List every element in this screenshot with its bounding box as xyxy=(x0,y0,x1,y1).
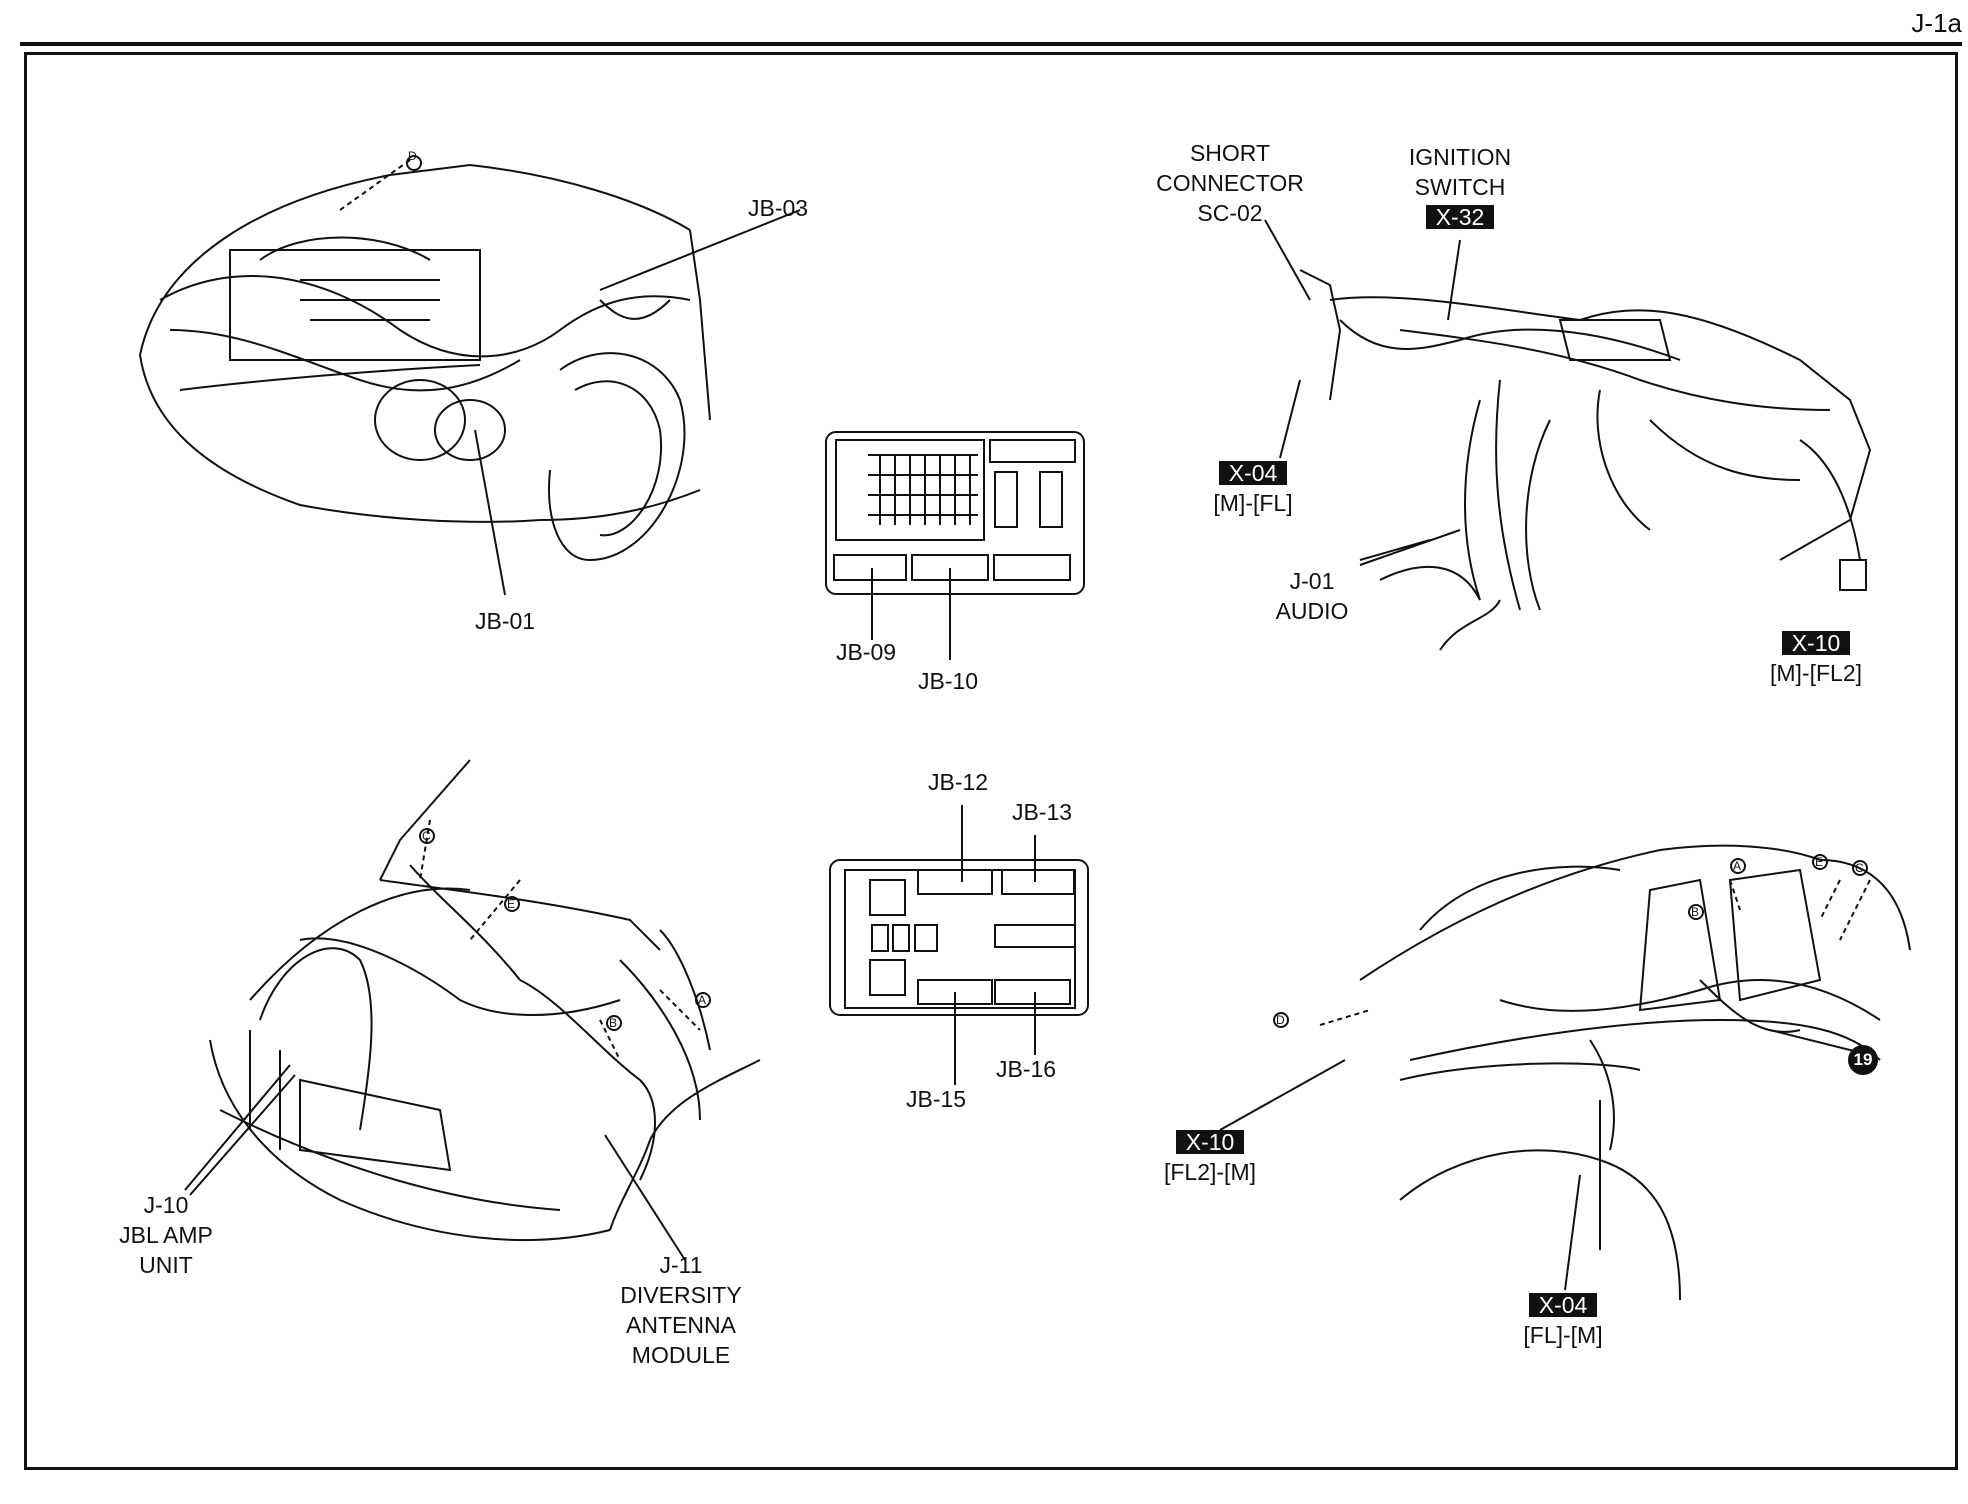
j-11-line-3: ANTENNA xyxy=(626,1312,736,1338)
j-01-line-1: J-01 xyxy=(1289,568,1335,594)
ignition-switch-line-1: IGNITION xyxy=(1408,144,1512,170)
label-j-01: J-01 AUDIO xyxy=(1262,566,1362,626)
label-x-04-top: X-04 [M]-[FL] xyxy=(1198,458,1308,518)
j-11-line-1: J-11 xyxy=(659,1252,703,1278)
callout-side-d: D xyxy=(1276,1013,1285,1027)
label-jb-13: JB-13 xyxy=(1012,799,1073,825)
junction-block-top xyxy=(825,431,1085,660)
rear-trunk-view xyxy=(184,759,761,1261)
callout-rear-e: E xyxy=(507,897,516,911)
tag-x-32: X-32 xyxy=(1425,205,1495,229)
callout-side-b: B xyxy=(1691,905,1700,919)
j-11-line-2: DIVERSITY xyxy=(620,1282,742,1308)
junction-block-bottom xyxy=(829,805,1089,1085)
x-04-top-sub: [M]-[FL] xyxy=(1213,490,1293,516)
header-rule xyxy=(20,42,1962,46)
short-connector-line-1: SHORT xyxy=(1189,140,1271,166)
callout-side-a: A xyxy=(1733,859,1742,873)
front-engine-view xyxy=(139,155,801,596)
tag-x-10-top: X-10 xyxy=(1781,631,1851,655)
short-connector-line-2: CONNECTOR xyxy=(1156,170,1304,196)
page-id: J-1a xyxy=(1911,8,1962,38)
label-jb-03: JB-03 xyxy=(748,195,809,221)
callout-front-d: D xyxy=(408,149,417,163)
callout-rear-a: A xyxy=(698,993,707,1007)
callout-rear-b: B xyxy=(609,1016,618,1030)
label-ignition-switch: IGNITION SWITCH X-32 xyxy=(1390,142,1530,232)
short-connector-line-3: SC-02 xyxy=(1197,200,1263,226)
label-x-10-top: X-10 [M]-[FL2] xyxy=(1756,628,1876,688)
label-short-connector: SHORT CONNECTOR SC-02 xyxy=(1150,138,1310,228)
j-10-line-2: JBL AMP xyxy=(119,1222,213,1248)
callout-side-c: C xyxy=(1855,861,1864,875)
label-jb-10: JB-10 xyxy=(918,668,979,694)
label-jb-12: JB-12 xyxy=(928,769,989,795)
j-01-line-2: AUDIO xyxy=(1275,598,1349,624)
label-j-10: J-10 JBL AMP UNIT xyxy=(106,1190,226,1280)
reference-marker-19: 19 xyxy=(1848,1045,1878,1075)
x-04-bottom-sub: [FL]-[M] xyxy=(1523,1322,1603,1348)
label-jb-09: JB-09 xyxy=(836,639,897,665)
tag-x-04-bottom: X-04 xyxy=(1528,1293,1598,1317)
label-j-11: J-11 DIVERSITY ANTENNA MODULE xyxy=(606,1250,756,1370)
diagram-frame xyxy=(24,52,1958,1470)
x-10-top-sub: [M]-[FL2] xyxy=(1769,660,1862,686)
tag-x-04-top: X-04 xyxy=(1218,461,1288,485)
label-x-04-bottom: X-04 [FL]-[M] xyxy=(1508,1290,1618,1350)
tag-x-10-bottom: X-10 xyxy=(1175,1130,1245,1154)
label-jb-01: JB-01 xyxy=(475,608,536,634)
callout-side-e: E xyxy=(1815,855,1824,869)
callout-rear-c: C xyxy=(422,829,431,843)
dashboard-harness-view xyxy=(1264,219,1872,651)
j-10-line-1: J-10 xyxy=(143,1192,189,1218)
label-jb-15: JB-15 xyxy=(906,1086,967,1112)
ignition-switch-line-2: SWITCH xyxy=(1414,174,1506,200)
x-10-bottom-sub: [FL2]-[M] xyxy=(1163,1159,1256,1185)
j-10-line-3: UNIT xyxy=(139,1252,193,1278)
label-jb-16: JB-16 xyxy=(996,1056,1057,1082)
side-car-view xyxy=(1219,844,1911,1301)
label-x-10-bottom: X-10 [FL2]-[M] xyxy=(1150,1127,1270,1187)
j-11-line-4: MODULE xyxy=(631,1342,731,1368)
